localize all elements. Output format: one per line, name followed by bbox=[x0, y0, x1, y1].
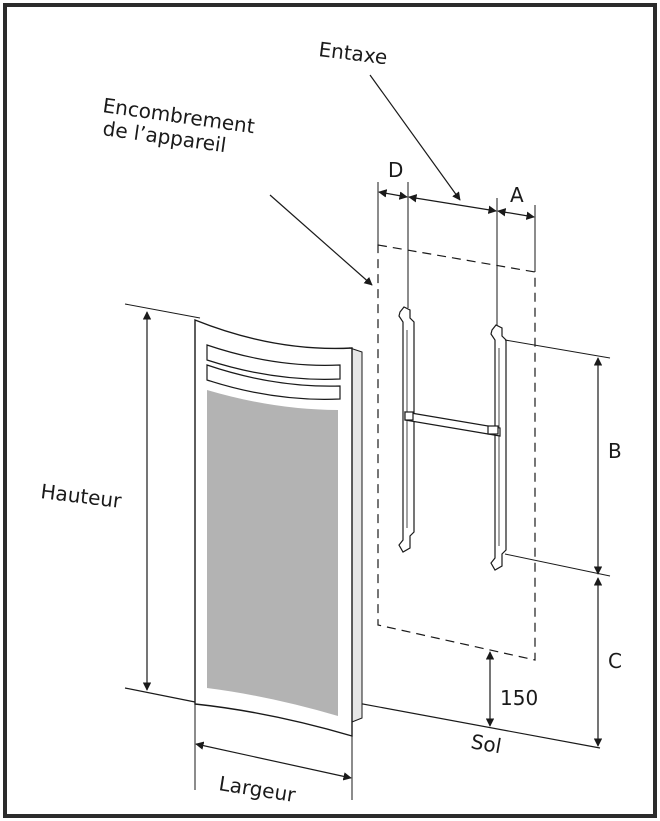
height-ext-top bbox=[124, 303, 201, 319]
radiator-vent-bottom bbox=[206, 364, 341, 400]
b-ext-bottom bbox=[504, 553, 611, 577]
entaxe-label: Entaxe bbox=[317, 37, 388, 69]
footprint-outline bbox=[377, 244, 536, 661]
bracket-left-rail bbox=[398, 306, 415, 553]
entaxe-dimension-line bbox=[408, 194, 497, 214]
dim-150-label: 150 bbox=[500, 686, 538, 710]
floor-line-left bbox=[124, 687, 196, 703]
mounting-bracket bbox=[398, 306, 507, 571]
d-label: D bbox=[388, 158, 403, 182]
hauteur-label: Hauteur bbox=[39, 479, 123, 513]
bracket-right-rail bbox=[490, 324, 507, 571]
entaxe-leader-arrow bbox=[369, 74, 461, 201]
radiator-appliance bbox=[194, 318, 363, 737]
largeur-label: Largeur bbox=[217, 771, 298, 807]
floor-line-right bbox=[351, 701, 601, 749]
radiator-vent-top bbox=[206, 344, 341, 380]
sol-label: Sol bbox=[469, 729, 503, 758]
d-dimension-line bbox=[378, 189, 408, 200]
b-ext-top bbox=[504, 339, 611, 359]
radiator-front-panel bbox=[207, 390, 338, 716]
largeur-dimension-line bbox=[195, 741, 352, 781]
a-dimension-line bbox=[497, 208, 535, 220]
encombrement-leader-arrow bbox=[269, 194, 373, 286]
c-label: C bbox=[608, 649, 622, 673]
b-label: B bbox=[608, 439, 622, 463]
diagram-frame bbox=[3, 3, 657, 818]
bracket-crossbar bbox=[404, 411, 501, 437]
a-label: A bbox=[510, 183, 524, 207]
